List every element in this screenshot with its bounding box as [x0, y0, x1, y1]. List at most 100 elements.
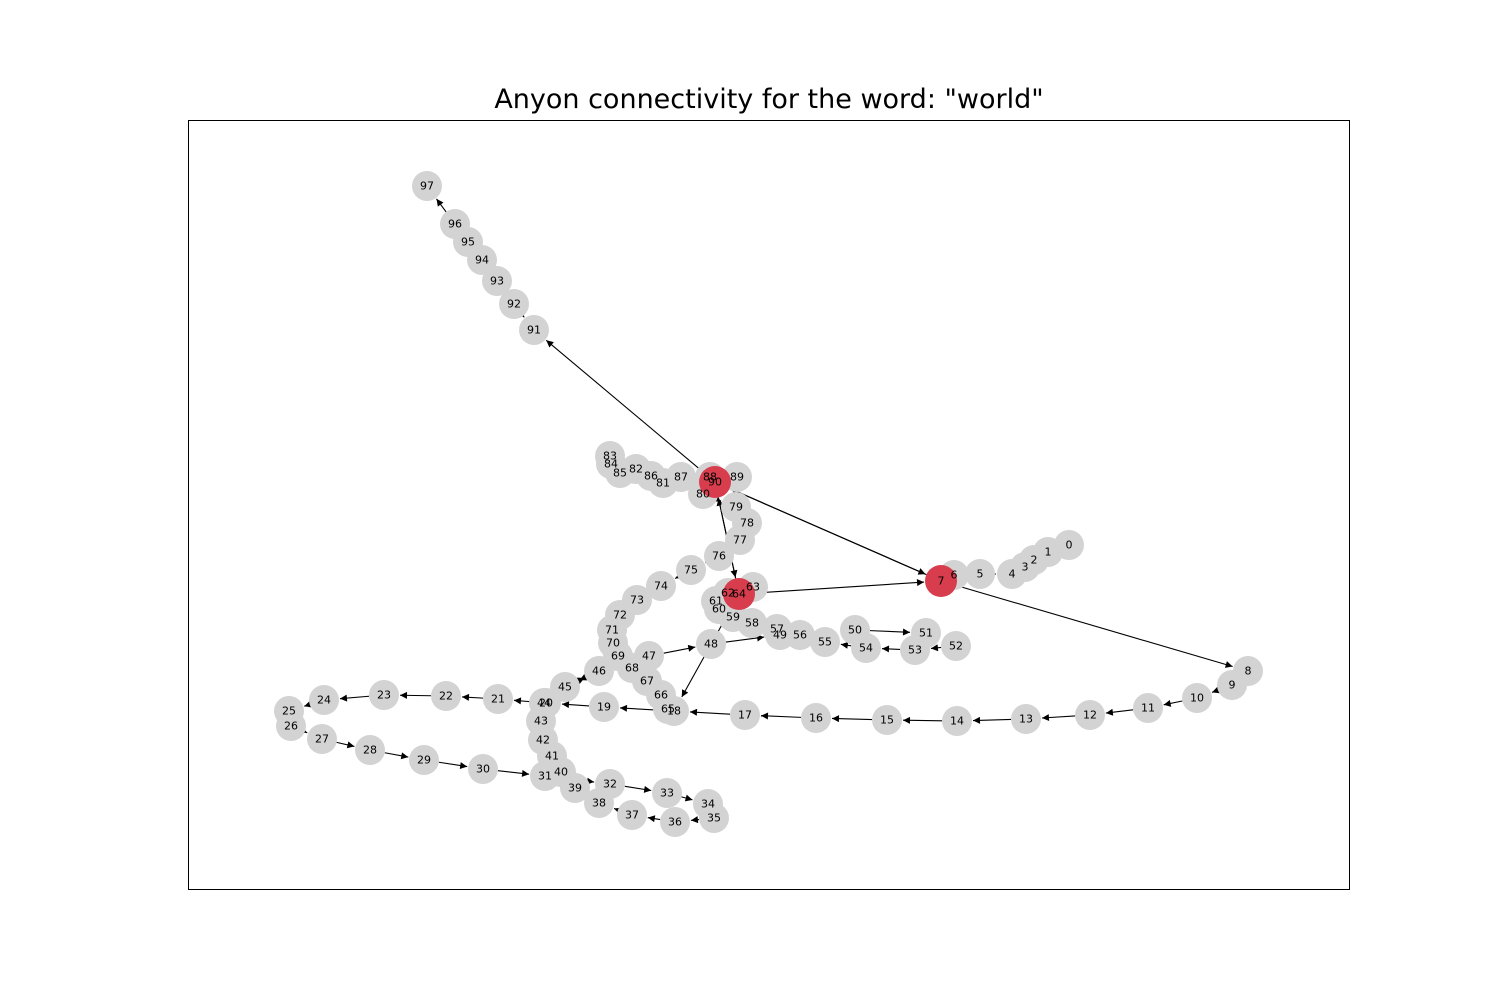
node-17: [730, 700, 760, 730]
edge-26-27: [299, 726, 308, 734]
node-label-69: 69: [611, 650, 625, 663]
node-label-16: 16: [809, 712, 823, 725]
node-label-33: 33: [660, 787, 674, 800]
node-label-79: 79: [729, 501, 743, 514]
node-label-53: 53: [908, 644, 922, 657]
node-label-55: 55: [818, 636, 832, 649]
node-label-85: 85: [613, 467, 627, 480]
node-90: [699, 466, 731, 498]
node-label-47: 47: [642, 650, 656, 663]
node-label-44: 44: [537, 697, 551, 710]
node-86: [636, 461, 666, 491]
node-9: [1217, 670, 1247, 700]
node-76: [704, 541, 734, 571]
node-label-41: 41: [545, 750, 559, 763]
node-label-1: 1: [1045, 546, 1052, 559]
node-layer: 0123456789101112131415161718192021222324…: [274, 171, 1263, 837]
node-label-84: 84: [604, 458, 618, 471]
node-label-65: 65: [661, 703, 675, 716]
node-label-80: 80: [696, 488, 710, 501]
edge-15-16: [831, 715, 873, 723]
node-label-82: 82: [629, 463, 643, 476]
node-label-17: 17: [738, 709, 752, 722]
node-22: [431, 681, 461, 711]
node-label-88: 88: [703, 471, 717, 484]
edge-20-21: [513, 697, 532, 705]
node-label-37: 37: [625, 809, 639, 822]
node-label-74: 74: [654, 580, 668, 593]
node-label-57: 57: [770, 623, 784, 636]
node-label-31: 31: [538, 770, 552, 783]
node-23: [369, 680, 399, 710]
node-10: [1182, 683, 1212, 713]
node-label-70: 70: [606, 637, 620, 650]
node-label-64: 64: [732, 588, 746, 601]
node-label-87: 87: [674, 471, 688, 484]
node-96: [440, 209, 470, 239]
node-29: [409, 745, 439, 775]
node-35: [699, 803, 729, 833]
node-label-20: 20: [539, 697, 553, 710]
edge-35-36: [690, 816, 700, 824]
edge-28-29: [384, 752, 409, 760]
node-label-35: 35: [707, 812, 721, 825]
node-label-11: 11: [1141, 702, 1155, 715]
node-label-15: 15: [880, 714, 894, 727]
edge-80-79: [713, 495, 722, 502]
edge-layer: [299, 198, 1245, 824]
node-label-91: 91: [527, 324, 541, 337]
node-label-58: 58: [745, 617, 759, 630]
node-label-26: 26: [284, 720, 298, 733]
node-label-56: 56: [793, 629, 807, 642]
node-55: [810, 627, 840, 657]
edge-53-54: [881, 645, 901, 653]
node-label-2: 2: [1031, 554, 1038, 567]
node-44: [529, 688, 559, 718]
node-label-45: 45: [558, 681, 572, 694]
edge-21-22: [461, 693, 484, 701]
node-label-29: 29: [417, 754, 431, 767]
edge-16-17: [760, 712, 802, 720]
node-label-9: 9: [1229, 679, 1236, 692]
node-label-46: 46: [592, 665, 606, 678]
node-74: [646, 571, 676, 601]
node-label-97: 97: [420, 180, 434, 193]
edge-96-97: [436, 198, 447, 213]
node-label-48: 48: [704, 638, 718, 651]
node-label-77: 77: [733, 534, 747, 547]
node-label-90: 90: [708, 476, 722, 489]
node-label-54: 54: [859, 642, 873, 655]
node-38: [584, 788, 614, 818]
edge-9-10: [1211, 686, 1220, 694]
node-label-50: 50: [848, 624, 862, 637]
edge-7-90: [730, 488, 927, 576]
edge-45-46: [576, 677, 585, 684]
node-19: [589, 692, 619, 722]
node-label-34: 34: [701, 798, 715, 811]
node-label-5: 5: [977, 568, 984, 581]
node-16: [801, 703, 831, 733]
node-93: [482, 266, 512, 296]
node-45: [550, 672, 580, 702]
node-label-27: 27: [315, 733, 329, 746]
edge-29-30: [438, 761, 468, 769]
edge-14-15: [902, 716, 943, 724]
edge-30-31: [497, 769, 530, 777]
node-label-92: 92: [507, 298, 521, 311]
node-label-66: 66: [654, 689, 668, 702]
edge-47-48: [663, 644, 696, 654]
node-11: [1133, 693, 1163, 723]
node-36: [660, 807, 690, 837]
node-7: [925, 565, 957, 597]
edge-11-12: [1105, 708, 1134, 716]
node-label-14: 14: [950, 715, 964, 728]
edge-36-37: [647, 815, 661, 823]
node-label-3: 3: [1022, 561, 1029, 574]
node-4: [997, 559, 1027, 589]
edge-22-23: [399, 691, 432, 699]
node-label-60: 60: [712, 603, 726, 616]
node-label-32: 32: [603, 778, 617, 791]
node-92: [499, 289, 529, 319]
node-label-39: 39: [568, 782, 582, 795]
